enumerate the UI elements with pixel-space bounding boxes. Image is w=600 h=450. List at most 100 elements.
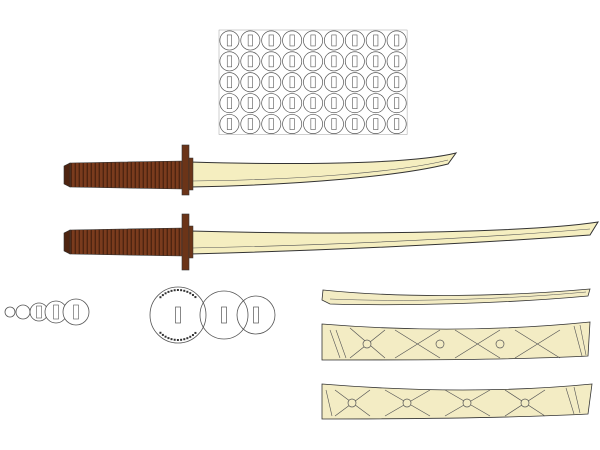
tsuba-disc-rim-marks [159, 289, 197, 341]
washer-slot [226, 118, 232, 130]
washer [261, 51, 282, 72]
rim-mark [194, 296, 197, 299]
washer [261, 114, 282, 135]
washer-slot [394, 55, 400, 68]
washer [386, 51, 407, 72]
washer [261, 30, 282, 51]
washer [219, 114, 240, 135]
washer-slot [289, 76, 295, 89]
rim-mark [176, 338, 179, 341]
short-sword-pommel [63, 162, 71, 188]
washer [324, 30, 344, 51]
washer [240, 93, 261, 114]
spacer-ring-slot [53, 304, 59, 320]
washer-slot [394, 97, 400, 109]
washer-slot [247, 76, 253, 89]
rim-mark [189, 292, 192, 295]
washer-slot [310, 34, 316, 47]
scabbard-lower-half [321, 383, 593, 420]
washer [219, 72, 240, 93]
rim-mark [164, 292, 167, 295]
spacer-ring-slot [73, 304, 79, 320]
rim-mark [189, 335, 192, 338]
washer-slot [331, 55, 337, 68]
washer-slot [331, 76, 337, 89]
washer-slot [310, 118, 316, 130]
rim-mark [170, 338, 173, 341]
washer-slot [289, 34, 295, 47]
washer [324, 114, 344, 135]
washer-slot [247, 55, 253, 68]
long-sword-blade [189, 221, 599, 255]
washer-slot [289, 118, 295, 130]
washer [261, 93, 282, 114]
washer-slot [226, 76, 232, 89]
scabbard-knot [347, 398, 357, 408]
washer [324, 72, 344, 93]
washer [303, 114, 323, 135]
washer-slot [226, 97, 232, 109]
washer [261, 72, 282, 93]
washer [344, 72, 365, 93]
washer-slot [310, 97, 316, 109]
scabbard-spine-strip [321, 288, 591, 306]
scabbard-end-hatch [329, 324, 587, 359]
scabbard-upper-half [321, 321, 591, 361]
rim-mark [180, 289, 183, 292]
washer [282, 51, 303, 72]
washer [282, 30, 303, 51]
washer [344, 51, 365, 72]
washer [386, 114, 407, 135]
tsuba-disc-slot [221, 306, 227, 324]
rim-mark [159, 331, 162, 334]
washer [303, 72, 323, 93]
tsuba-disc-slot [253, 306, 259, 324]
scabbard-knot [462, 398, 472, 408]
long-sword-guard [181, 213, 190, 271]
washer-slot [268, 97, 274, 109]
rim-mark [186, 290, 189, 293]
washer-slot [352, 118, 358, 130]
spacer-ring [15, 304, 31, 320]
rim-mark [173, 289, 176, 292]
scabbard-pieces [321, 288, 593, 420]
washer-slot [352, 34, 358, 47]
washer-slot [268, 34, 274, 47]
scabbard-knot [520, 398, 530, 408]
washer-slot [289, 97, 295, 109]
long-sword [63, 213, 599, 271]
washer [240, 51, 261, 72]
tsuba-disc [199, 290, 249, 340]
washer [303, 51, 323, 72]
washer [365, 30, 386, 51]
washer-slot [352, 55, 358, 68]
washer [365, 72, 386, 93]
washer [240, 30, 261, 51]
washer [386, 30, 407, 51]
washer-slot [352, 76, 358, 89]
washer-slot [331, 97, 337, 109]
washer-slot [226, 55, 232, 68]
washer [303, 30, 323, 51]
washer [365, 114, 386, 135]
washer [324, 93, 344, 114]
washer-slot [331, 118, 337, 130]
rim-mark [191, 293, 194, 296]
spacer-rings [4, 298, 90, 326]
washer-slot [310, 55, 316, 68]
long-sword-pommel [63, 229, 71, 255]
washer-slot [331, 34, 337, 47]
rim-mark [183, 289, 186, 292]
washer [240, 72, 261, 93]
scabbard-end-hatch [325, 386, 581, 417]
washer-slot [373, 118, 379, 130]
scabbard-knot [495, 339, 505, 349]
short-sword [63, 144, 458, 196]
washer [324, 51, 344, 72]
washer-slot [268, 55, 274, 68]
short-sword-blade [189, 152, 458, 188]
washer-slot [373, 76, 379, 89]
washer-slot [373, 97, 379, 109]
tsuba-disc-slot [175, 306, 181, 324]
